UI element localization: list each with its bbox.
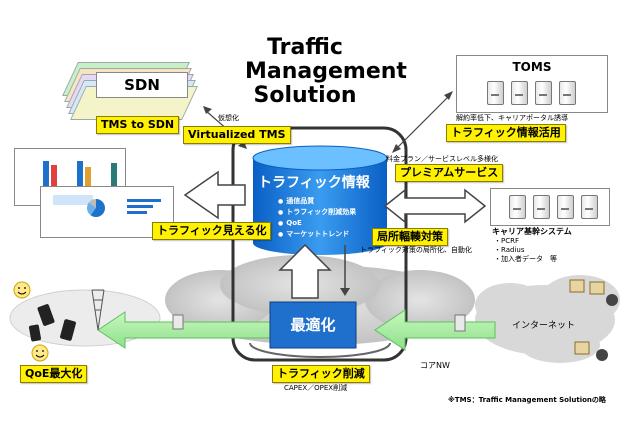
- visualize-label: トラフィック見える化: [152, 222, 272, 240]
- phone-icon: [37, 304, 55, 326]
- server-icon: [487, 81, 504, 105]
- title-line: Solution: [253, 83, 357, 108]
- traffic-reduce-label: トラフィック削減: [272, 365, 370, 383]
- virtualization-note: 仮想化: [218, 114, 239, 122]
- sdn-label: SDN: [96, 72, 188, 98]
- db-item: QoE: [278, 218, 356, 229]
- phone-icon: [60, 319, 76, 341]
- server-icon: [535, 81, 552, 105]
- core-nw-label: コアNW: [420, 361, 450, 370]
- db-title: トラフィック情報: [258, 175, 370, 191]
- db-item: マーケットトレンド: [278, 229, 356, 240]
- title-line: Traffic: [267, 35, 343, 60]
- server-icon: [533, 195, 550, 219]
- db-items: 通信品質 トラフィック削減効果 QoE マーケットトレンド: [278, 196, 356, 240]
- visualize-arrow: [183, 170, 246, 220]
- carrier-system-label: キャリア基幹システム: [492, 227, 572, 236]
- db-item: トラフィック削減効果: [278, 207, 356, 218]
- green-arrow-right: [374, 309, 496, 351]
- server-icon: [581, 195, 598, 219]
- optimize-box: [269, 301, 357, 349]
- smiley-icon: [13, 281, 31, 299]
- gateway-icon: [454, 314, 466, 332]
- toms-box: TOMS: [456, 55, 608, 113]
- local-bandwidth-label: 局所輻輳対策: [372, 228, 448, 246]
- server-icon: [559, 81, 576, 105]
- optimize-label: 最適化: [290, 316, 336, 334]
- up-arrow: [278, 243, 332, 299]
- local-note: トラフィック対策の局所化、自動化: [360, 246, 472, 254]
- qoe-max-label: QoE最大化: [20, 365, 88, 383]
- premium-services-label: プレミアムサービス: [395, 164, 504, 182]
- db-item: 通信品質: [278, 196, 356, 207]
- carrier-item: ・PCRF: [494, 237, 519, 245]
- carrier-item: ・Radius: [494, 246, 525, 254]
- internet-label: インターネット: [512, 321, 576, 331]
- server-icon: [511, 81, 528, 105]
- phone-icon: [29, 324, 41, 342]
- diagram-title: Traffic Management Solution: [245, 35, 407, 108]
- carrier-double-arrow: [383, 188, 487, 224]
- footnote: ※TMS：Traffic Management Solutionの略: [448, 396, 606, 404]
- tms-to-sdn-label: TMS to SDN: [96, 116, 180, 134]
- carrier-system-box: [490, 188, 610, 226]
- content-server-icon: [569, 279, 618, 361]
- virtualized-tms-label: Virtualized TMS: [183, 126, 291, 144]
- toms-label: TOMS: [512, 60, 552, 74]
- down-arrow: [340, 288, 350, 296]
- reduce-loop-arrow: [249, 342, 391, 358]
- title-line: Management: [245, 59, 407, 84]
- capex-note: CAPEX／OPEX削減: [284, 384, 348, 392]
- dashboard-thumbnail: [40, 186, 174, 238]
- analysis-note: 解約率低下、キャリアポータル誘導: [456, 114, 568, 122]
- carrier-item: ・加入者データ 等: [494, 255, 557, 263]
- antenna-tower-icon: [91, 289, 105, 331]
- traffic-info-use-label: トラフィック情報活用: [446, 124, 566, 142]
- pricing-note: 料金プラン／サービスレベル多様化: [386, 155, 498, 163]
- server-icon: [557, 195, 574, 219]
- smiley-icon: [31, 344, 49, 362]
- server-icon: [509, 195, 526, 219]
- gateway-icon: [172, 314, 184, 330]
- green-arrow-left: [97, 311, 271, 349]
